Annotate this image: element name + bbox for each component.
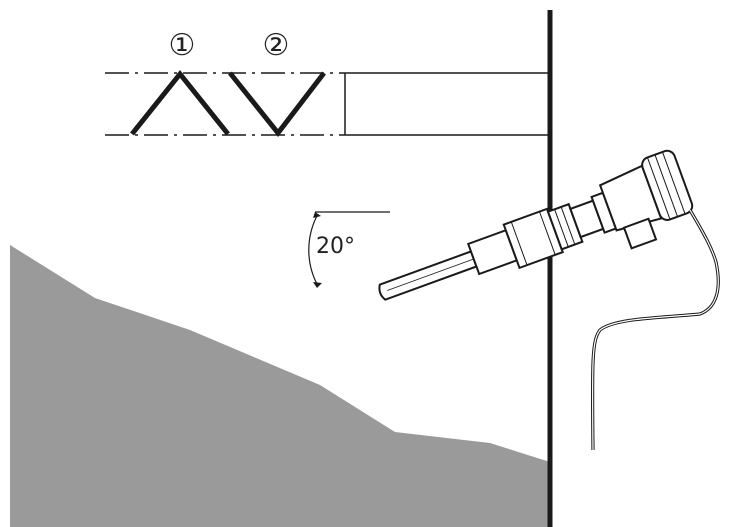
fork-orientation-2 xyxy=(228,71,326,138)
dash-dot-reference-lines xyxy=(105,72,550,136)
angle-indicator xyxy=(308,211,390,288)
marker-2-label: ② xyxy=(263,28,290,63)
angle-label: 20° xyxy=(316,234,355,259)
sensor-cable xyxy=(590,209,720,451)
bulk-material xyxy=(10,245,550,527)
level-sensor xyxy=(378,149,694,301)
fork-orientation-1 xyxy=(130,69,230,136)
sensor-cable-gland xyxy=(622,217,658,250)
marker-1-label: ① xyxy=(169,28,196,63)
sensor-cap xyxy=(641,149,694,221)
